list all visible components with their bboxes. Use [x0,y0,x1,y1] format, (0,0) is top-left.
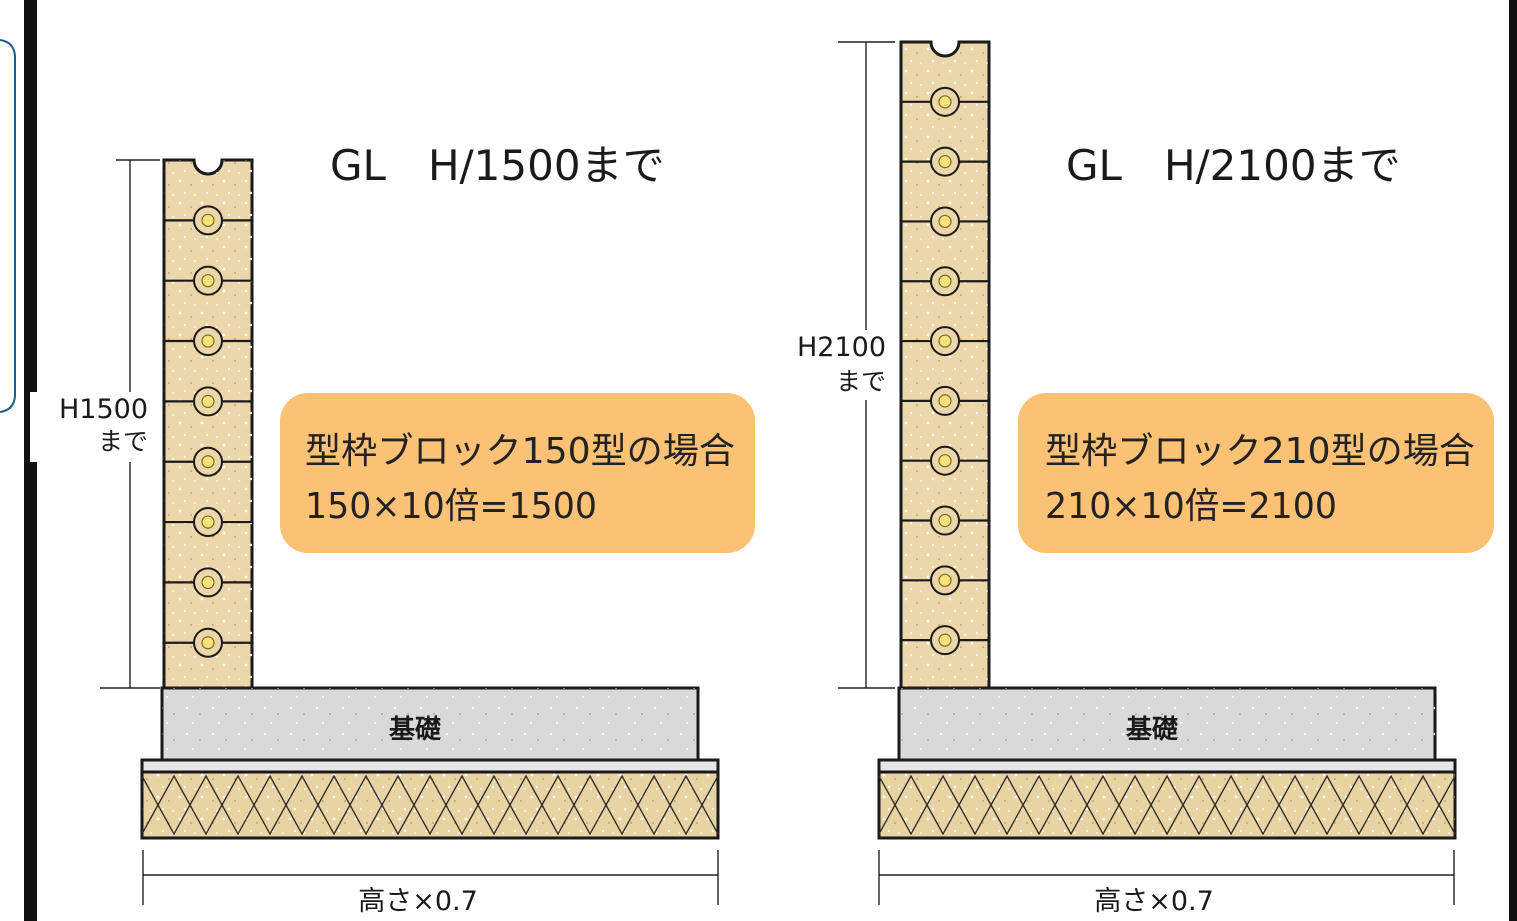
callout-line1: 型枠ブロック210型の場合 [1045,431,1475,472]
callout-box: 型枠ブロック150型の場合 150×10倍=1500 [280,393,755,553]
base-hatch [141,774,719,836]
right-frame-bar [1509,0,1517,921]
base-hatch [878,774,1456,836]
base-texture [879,772,1455,838]
height-label-line2: まで [836,367,886,396]
callout-line2: 150×10倍=1500 [305,486,597,527]
width-label: 高さ×0.7 [358,886,478,917]
rebar-dot [938,573,952,587]
rebar-dot [938,394,952,408]
base-texture [142,772,718,838]
base-cap [877,758,1457,774]
panel-title: GL H/2100まで [1066,141,1401,190]
rebar-dot [938,214,952,229]
rebar-dot [201,394,215,408]
block-wall-texture [164,160,252,688]
width-dimension-line [142,850,719,905]
rebar-dot [201,274,215,288]
width-dimension-line [878,850,1455,905]
footing-label: 基礎 [389,715,441,745]
rebar-dot [938,334,952,348]
rebar-dot [938,454,952,468]
base-hatch [878,774,1456,836]
height-label-line1: H2100 [797,332,886,363]
rebar-dot [201,334,215,348]
rebar-dot [938,633,952,647]
width-label: 高さ×0.7 [1094,886,1214,917]
footing: 基礎 [897,686,1437,762]
panel-h1500: H1500 まで GL H/1500まで 型枠ブロック150型の場合 150×1… [30,141,755,917]
callout-line1: 型枠ブロック150型の場合 [305,431,735,472]
rebar-dot [938,95,952,109]
base-hatch [141,774,719,836]
footing-label: 基礎 [1126,715,1178,745]
rebar-dot [201,213,215,227]
rebar-dot [201,455,215,469]
footing: 基礎 [160,686,700,762]
height-label-line2: まで [98,427,148,456]
panel-title: GL H/1500まで [330,141,665,190]
rebar-dot [938,155,952,169]
base-course [877,758,1457,840]
base-cap [140,758,720,774]
block-wall [899,40,991,690]
base-course [140,758,720,840]
callout-box: 型枠ブロック210型の場合 210×10倍=2100 [1018,393,1494,553]
rebar-dot [938,513,952,528]
rebar-dot [201,515,215,529]
rebar-dot [201,636,215,650]
height-label-line1: H1500 [59,394,148,425]
panel-h2100: H2100 まで GL H/2100まで 型枠ブロック210型の場合 210×1… [765,40,1494,917]
left-blue-frame [0,39,16,413]
block-wall [162,158,254,690]
rebar-dot [938,274,952,288]
callout-line2: 210×10倍=2100 [1045,486,1337,527]
rebar-dot [201,575,215,590]
block-wall-texture [901,42,989,688]
